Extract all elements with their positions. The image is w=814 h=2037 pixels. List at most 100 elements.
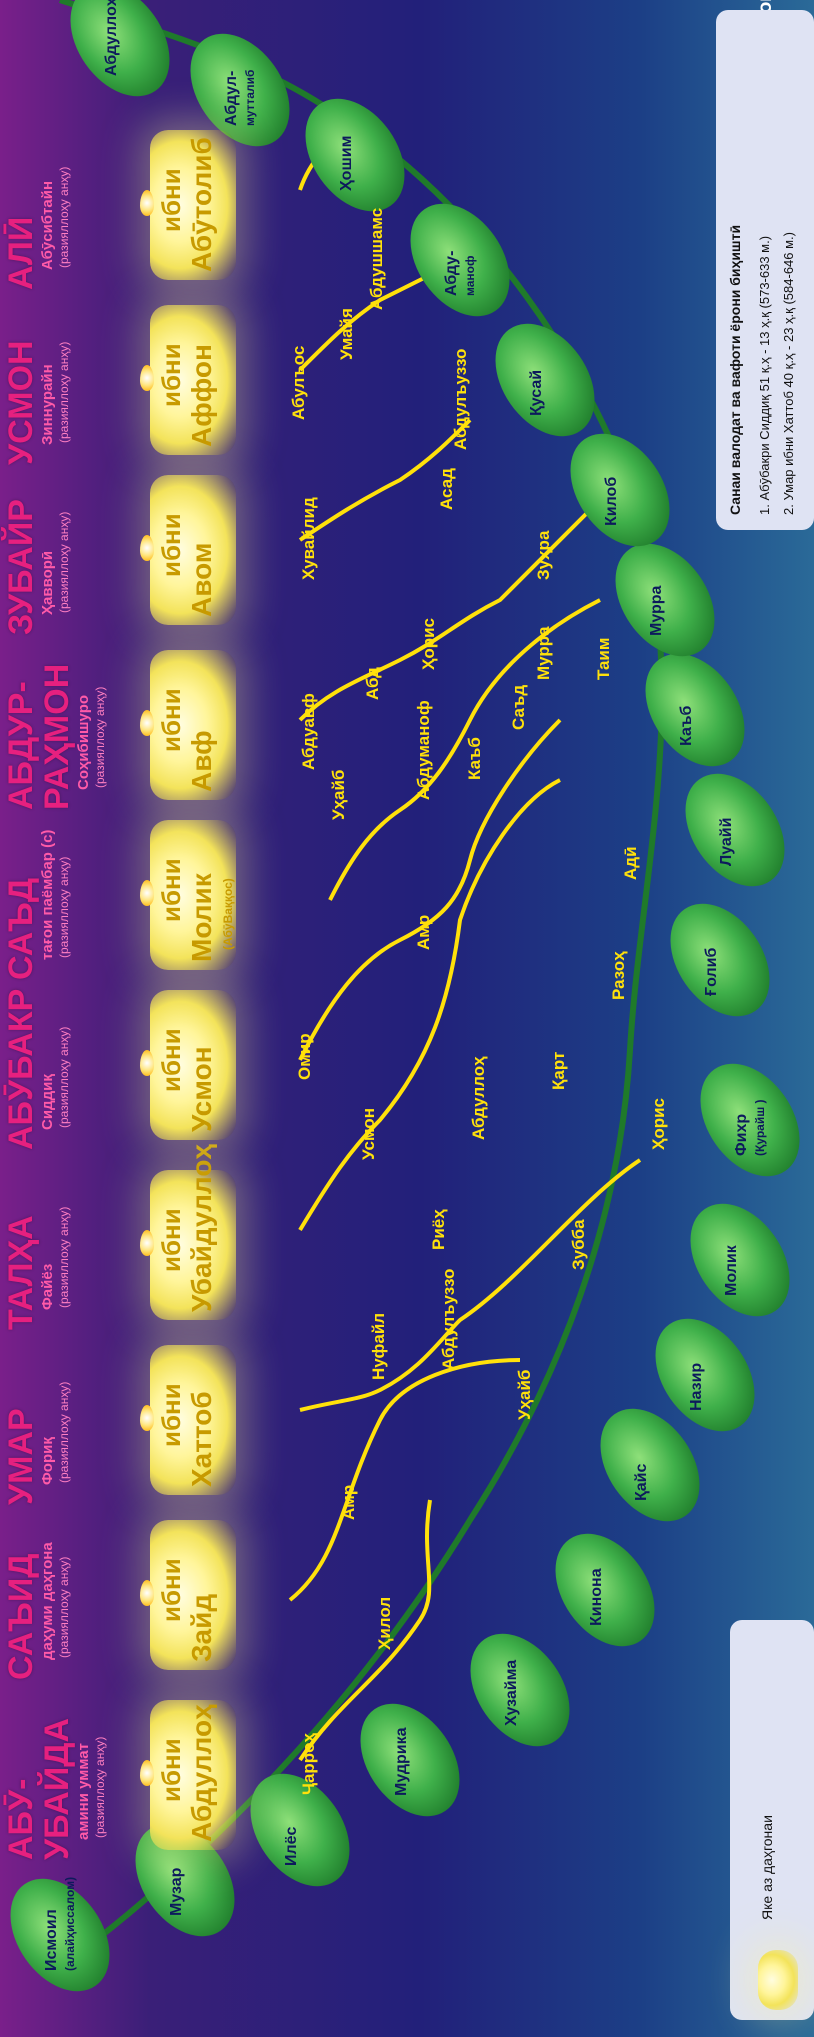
companion-raz: (разияллоҳу анҳу) — [57, 511, 71, 613]
dates-panel: Санаи валодат ва вафоти ёрони биҳиштӣ 1.… — [716, 10, 814, 530]
leaf-label: (Қурайш ) — [753, 1099, 767, 1156]
companion-name: САЪИД — [2, 1553, 40, 1681]
branch-label: Каъб — [465, 737, 484, 780]
branch-label: Абулъос — [289, 345, 308, 420]
branch-line — [299, 1158, 642, 1412]
branch-label: Қарт — [549, 1051, 568, 1090]
branch-label: Асад — [437, 468, 456, 510]
branch-label: Риёҳ — [429, 1209, 448, 1250]
branch-line — [298, 778, 561, 1232]
companion-father: Усмон — [186, 1046, 217, 1132]
branch-line — [328, 598, 601, 901]
flame-icon — [140, 710, 154, 736]
branch-label: Абдуавф — [299, 693, 318, 770]
candle-icon — [150, 1520, 236, 1670]
companion-name: ЗУБАЙР — [2, 499, 40, 635]
companion-title: Абӯсибтайн — [39, 180, 56, 270]
branch-line — [288, 1358, 521, 1602]
leaf-label: Фихр — [733, 1113, 750, 1156]
leaf-icon — [250, 1773, 350, 1887]
leaf-label: Абдуллоҳ — [103, 0, 120, 76]
companion-ibni: ибни — [156, 1383, 186, 1447]
branch-label: Разоҳ — [609, 951, 628, 1000]
companion-title: даҳуми даҳгона — [39, 1542, 56, 1660]
companion-name: АБӮ- — [2, 1778, 40, 1860]
branch-label: Ҷарроҳ — [299, 1732, 318, 1795]
dates-title: Санаи валодат ва вафоти ёрони биҳиштӣ — [727, 224, 743, 515]
leaf-icon — [615, 543, 715, 657]
companion-ibni: ибни — [156, 858, 186, 922]
branch-label: Адӣ — [621, 846, 640, 880]
branch-label: Абдулъуззо — [439, 1268, 458, 1370]
companion-father: Хаттоб — [186, 1391, 217, 1487]
leaf-label: Ҳошим — [338, 135, 355, 191]
branch-line — [298, 718, 562, 1061]
leaf-label: (алайҳиссалом) — [63, 1876, 77, 1971]
branch-label: Абдулъуззо — [451, 348, 470, 450]
candle-icon — [150, 305, 236, 455]
companion-raz: (разияллоҳу анҳу) — [93, 1736, 107, 1838]
companion-father: Убайдуллоҳ — [186, 1144, 217, 1312]
companion-title: Зиннурайн — [39, 364, 56, 445]
branch-label: Зубба — [569, 1219, 588, 1270]
companion-name: УСМОН — [2, 340, 40, 465]
branch-label: Умайя — [337, 308, 356, 360]
leaf-label: Мудрика — [393, 1727, 410, 1797]
branch-label: Мурра — [534, 626, 553, 680]
leaf-icon — [135, 1823, 235, 1937]
companion-name: РАҲМОН — [38, 663, 76, 810]
leaf-icon — [190, 33, 290, 147]
branch-line — [298, 478, 622, 722]
companion-name: УБАЙДА — [38, 1717, 76, 1860]
leaf-icon — [655, 1318, 755, 1432]
companion-name: ТАЛҲА — [2, 1215, 40, 1330]
companion-father: Авом — [186, 542, 217, 617]
branch-label: Абдуллоҳ — [469, 1056, 488, 1140]
companion-father: Зайд — [186, 1593, 217, 1662]
branch-label: Абдушшамс — [367, 207, 386, 310]
leaf-label: Килоб — [603, 476, 620, 526]
branch-label: Саъд — [509, 684, 528, 730]
candle-icon — [150, 820, 236, 970]
leaf-chain-stem — [59, 0, 665, 1963]
branch-label: Ҳорис — [419, 617, 438, 670]
companion-name: АЛӢ — [2, 216, 40, 290]
branch-label: Омир — [295, 1033, 314, 1080]
companion-ibni: ибни — [156, 1558, 186, 1622]
flame-icon — [140, 365, 154, 391]
branch-label: Усмон — [359, 1108, 378, 1160]
leaf-icon — [305, 98, 405, 212]
branch-label: Ҳилол — [375, 1596, 394, 1650]
leaf-icon — [690, 1203, 790, 1317]
leaf-label: Каъб — [678, 705, 695, 746]
leaf-label: маноф — [463, 255, 477, 296]
companion-ibni: ибни — [156, 1208, 186, 1272]
branch-line — [298, 418, 472, 542]
branch-label: Уҳайб — [515, 1369, 534, 1420]
candle-icon — [150, 990, 236, 1140]
branch-label: Хувайлид — [299, 497, 318, 580]
leaf-label: Исмоил — [43, 1909, 60, 1971]
legend-text: Яке аз даҳгонаи — [759, 1815, 775, 1920]
candle-icon — [150, 1700, 236, 1850]
companion-father-note: (АбӯВаққос) — [221, 878, 235, 950]
companion-name: САЪД — [2, 877, 40, 980]
flame-icon — [140, 880, 154, 906]
companion-raz: (разияллоҳу анҳу) — [57, 1206, 71, 1308]
leaf-icon — [470, 1633, 570, 1747]
leaf-icon — [410, 203, 510, 317]
leaf-label: Абду- — [443, 250, 460, 296]
leaf-icon — [70, 0, 170, 97]
companion-ibni: ибни — [156, 688, 186, 752]
flame-icon — [140, 1760, 154, 1786]
leaf-icon — [10, 1878, 110, 1992]
leaf-label: мутталиб — [243, 69, 257, 126]
legend-panel: Яке аз даҳгонаи — [730, 1620, 814, 2020]
leaf-label: Мурра — [648, 585, 665, 636]
companion-raz: (разияллоҳу анҳу) — [57, 341, 71, 443]
flame-icon — [140, 1580, 154, 1606]
branch-label: Абдуманоф — [414, 700, 433, 800]
branch-label: Ҳорис — [649, 1097, 668, 1150]
leaf-icon — [645, 653, 745, 767]
